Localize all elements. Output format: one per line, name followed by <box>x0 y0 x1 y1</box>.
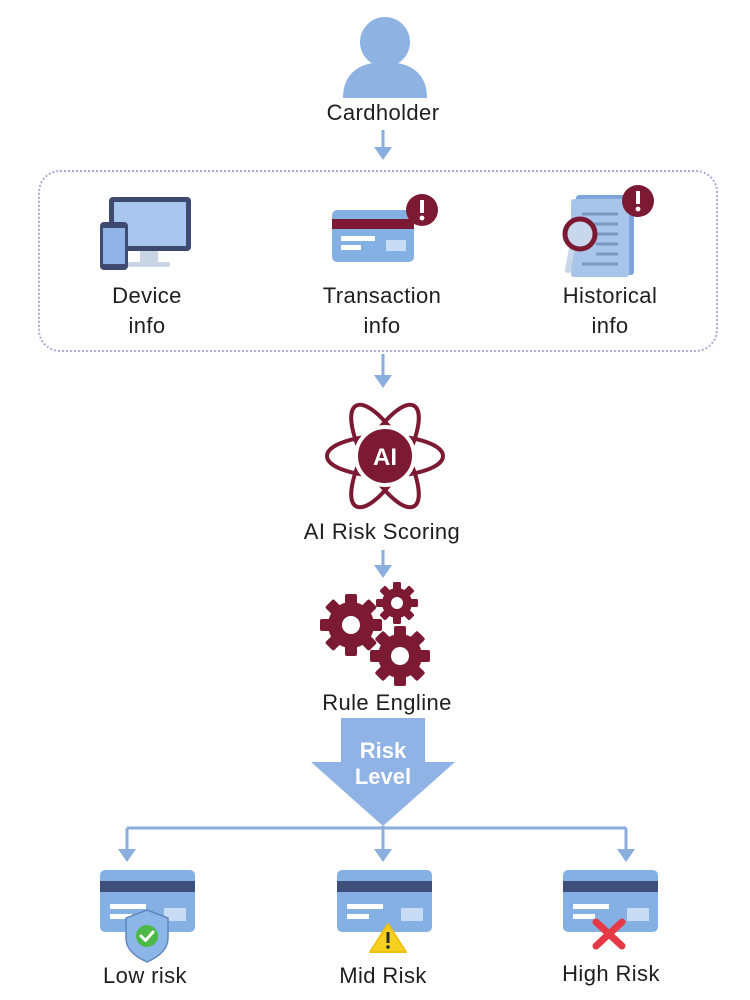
branch-connectors <box>118 826 635 862</box>
risk-level-text: Risk Level <box>333 738 433 790</box>
card-alert-icon <box>332 194 438 262</box>
warning-icon <box>369 923 407 953</box>
inputs-group-box <box>38 170 718 352</box>
high-risk-card-icon <box>563 870 658 932</box>
device-info-line2: info <box>128 313 166 338</box>
transaction-info-line2: info <box>363 313 401 338</box>
devices-icon <box>100 197 191 270</box>
device-info-line1: Device <box>112 283 182 308</box>
ai-atom-icon <box>325 402 445 510</box>
historical-info-label: Historical info <box>520 281 700 341</box>
mid-risk-card-icon <box>337 870 432 932</box>
person-icon <box>343 17 427 98</box>
document-search-icon <box>562 185 654 277</box>
connector-arrows <box>374 130 392 578</box>
transaction-info-line1: Transaction <box>322 283 442 308</box>
shield-check-icon <box>125 909 169 963</box>
historical-info-line2: info <box>591 313 629 338</box>
risk-level-arrow <box>311 718 455 826</box>
transaction-info-label: Transaction info <box>292 281 472 341</box>
ai-risk-scoring-label: AI Risk Scoring <box>303 519 461 544</box>
risk-level-line1: Risk <box>359 738 407 763</box>
high-risk-label: High Risk <box>562 961 660 986</box>
risk-level-line2: Level <box>354 764 412 789</box>
ai-badge: AI <box>373 444 397 471</box>
low-risk-label: Low risk <box>103 963 187 988</box>
cardholder-label: Cardholder <box>326 100 440 125</box>
low-risk-card-icon <box>100 870 195 932</box>
historical-info-line1: Historical <box>562 283 658 308</box>
rule-engine-label: Rule Engline <box>322 690 452 715</box>
device-info-label: Device info <box>67 281 227 341</box>
mid-risk-label: Mid Risk <box>339 963 427 988</box>
x-icon <box>592 918 626 950</box>
gears-icon <box>320 582 430 686</box>
